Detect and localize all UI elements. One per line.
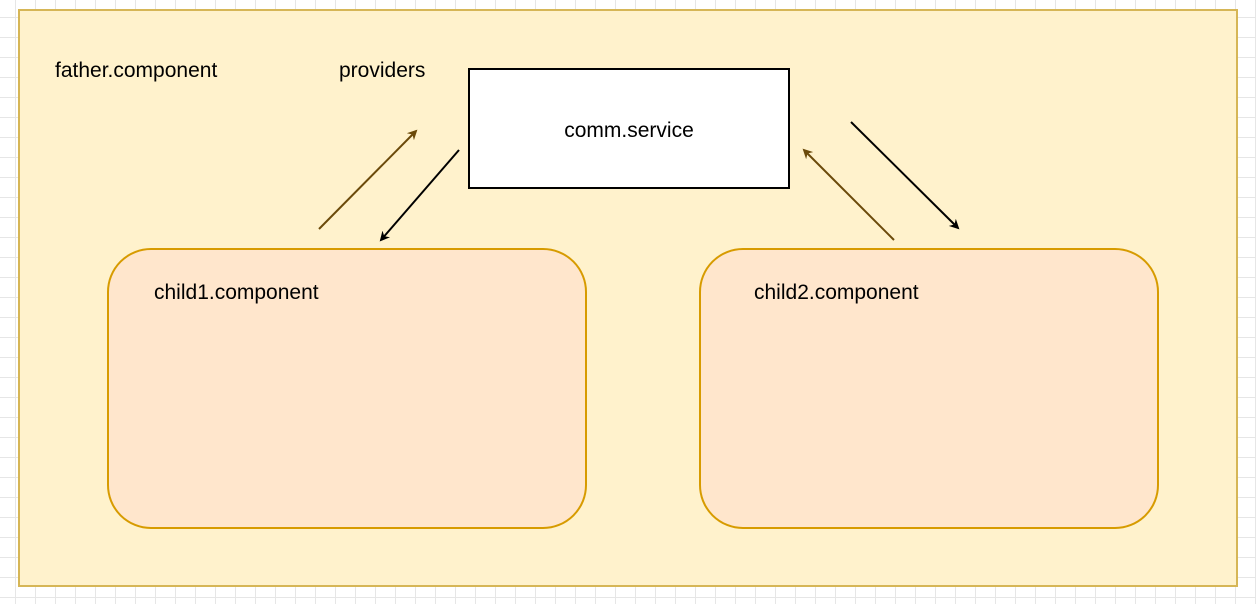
child2-component-label: child2.component	[754, 281, 919, 304]
providers-label: providers	[339, 59, 426, 82]
child1-component-label: child1.component	[154, 281, 319, 304]
child1-component-box[interactable]: child1.component	[107, 248, 587, 529]
comm-service-box[interactable]: comm.service	[468, 68, 790, 189]
father-component-label: father.component	[55, 59, 218, 82]
comm-service-label: comm.service	[564, 119, 694, 142]
child2-component-box[interactable]: child2.component	[699, 248, 1159, 529]
